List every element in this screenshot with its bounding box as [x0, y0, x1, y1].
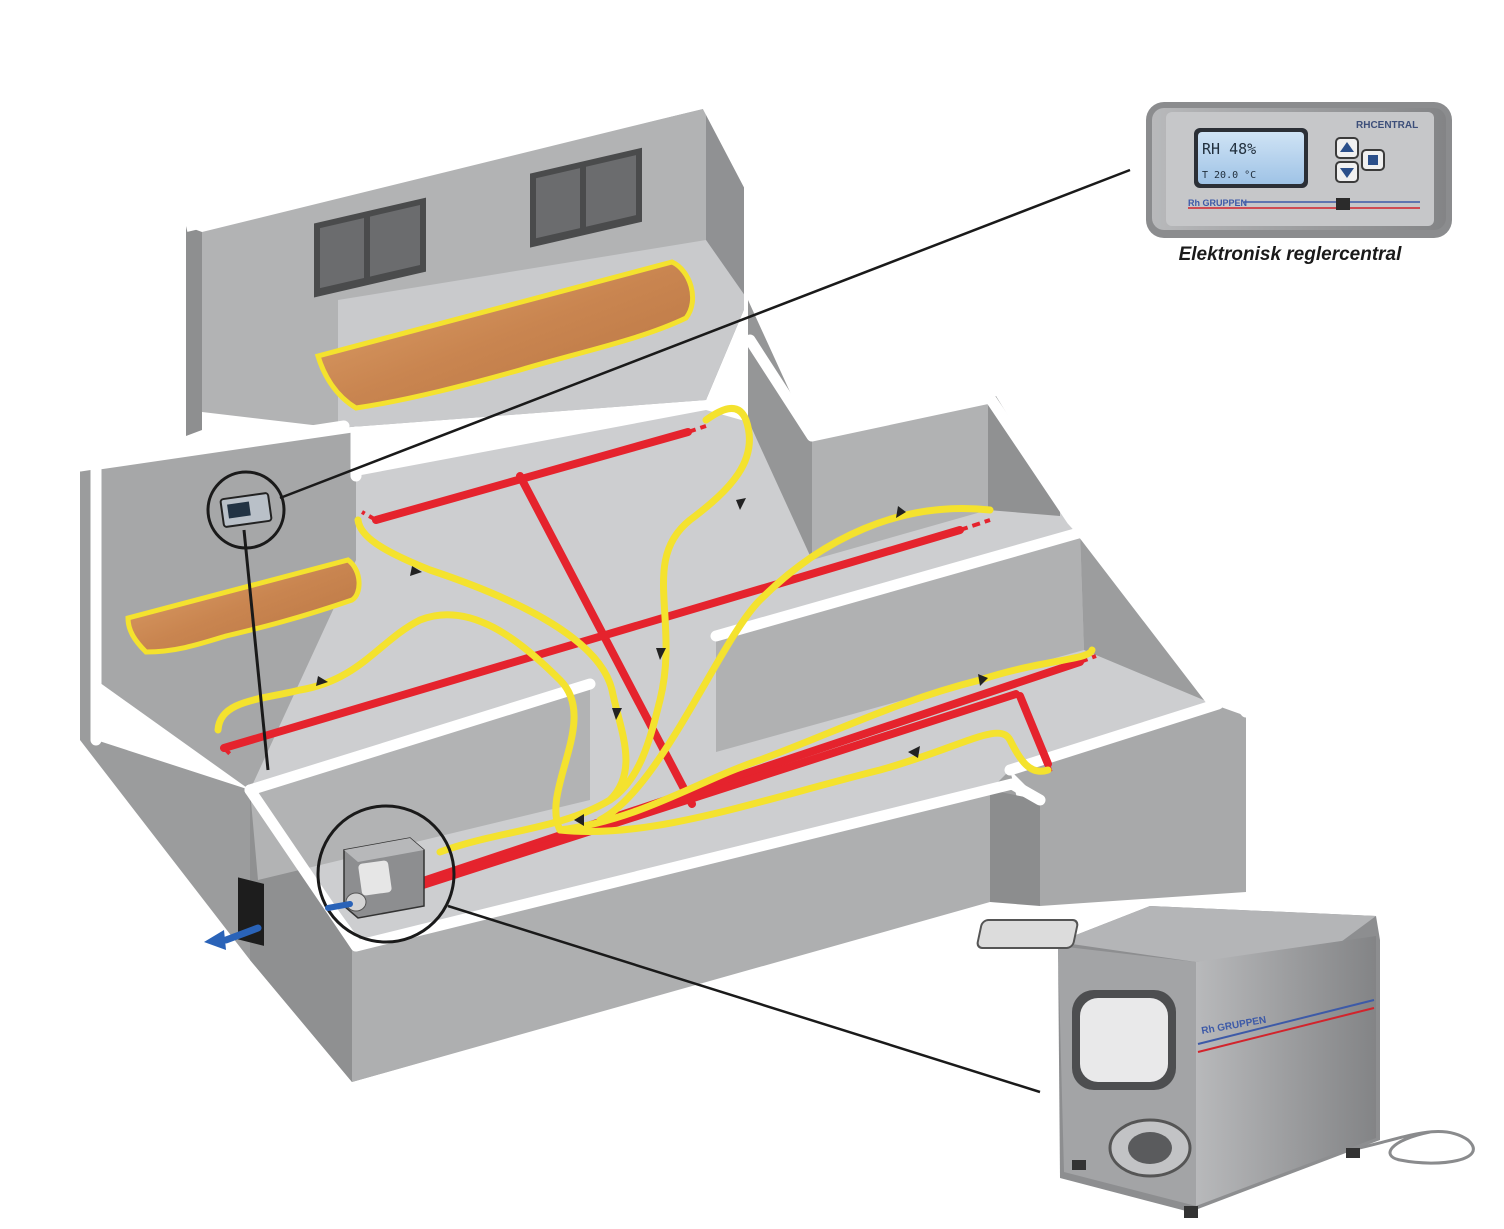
controller-caption: Elektronisk reglercentral — [1179, 244, 1403, 265]
outlet-arrow-icon — [222, 924, 262, 944]
controller-wire — [242, 529, 270, 771]
arrow-icon — [574, 814, 584, 826]
controller-display-line2: T 20.0 °C — [1202, 170, 1256, 181]
upper-left-wall — [186, 226, 202, 436]
window-left — [314, 197, 426, 298]
wall-tops — [74, 334, 1252, 952]
callout-line-controller — [279, 168, 1131, 500]
dehumidifier-marker — [316, 804, 456, 944]
wood-beam-upper — [314, 259, 696, 411]
controller-display-line1: RH 48% — [1202, 140, 1256, 158]
arrow-icon — [736, 498, 746, 510]
controller-brand-label: Rh GRUPPEN — [1188, 198, 1247, 208]
upper-right-room-back — [812, 400, 988, 560]
power-cable — [1349, 1129, 1475, 1165]
arrow-icon — [656, 648, 666, 660]
controller-model-label: RHCENTRAL — [1356, 120, 1418, 131]
window-right — [530, 147, 642, 248]
wood-beam-lower — [125, 557, 362, 655]
exterior-outlet — [204, 877, 264, 950]
arrow-icon — [410, 566, 422, 576]
wall-controller-marker — [206, 470, 286, 550]
controller-product: RH 48% T 20.0 °C RHCENTRAL Rh GRUPPEN — [1146, 102, 1452, 238]
flow-arrows — [316, 498, 988, 826]
front-wall-long-face — [352, 790, 990, 1082]
upper-room — [184, 96, 756, 436]
arrow-icon — [316, 676, 328, 686]
arrow-icon — [908, 746, 920, 758]
main-floor-area — [74, 300, 1252, 1082]
arrow-icon — [612, 708, 622, 720]
return-hoses — [214, 405, 1096, 856]
left-exterior-wall — [80, 466, 250, 960]
dehumidifier-product: Rh GRUPPEN — [976, 906, 1475, 1218]
upper-wall-top — [184, 96, 756, 340]
arrow-icon — [978, 674, 988, 686]
supply-ducts — [220, 428, 1084, 892]
interior-partition-middle — [716, 530, 1084, 752]
arrow-icon — [896, 506, 906, 518]
right-end-wall — [990, 790, 1040, 906]
callout-line-dehumidifier — [447, 904, 1041, 1094]
